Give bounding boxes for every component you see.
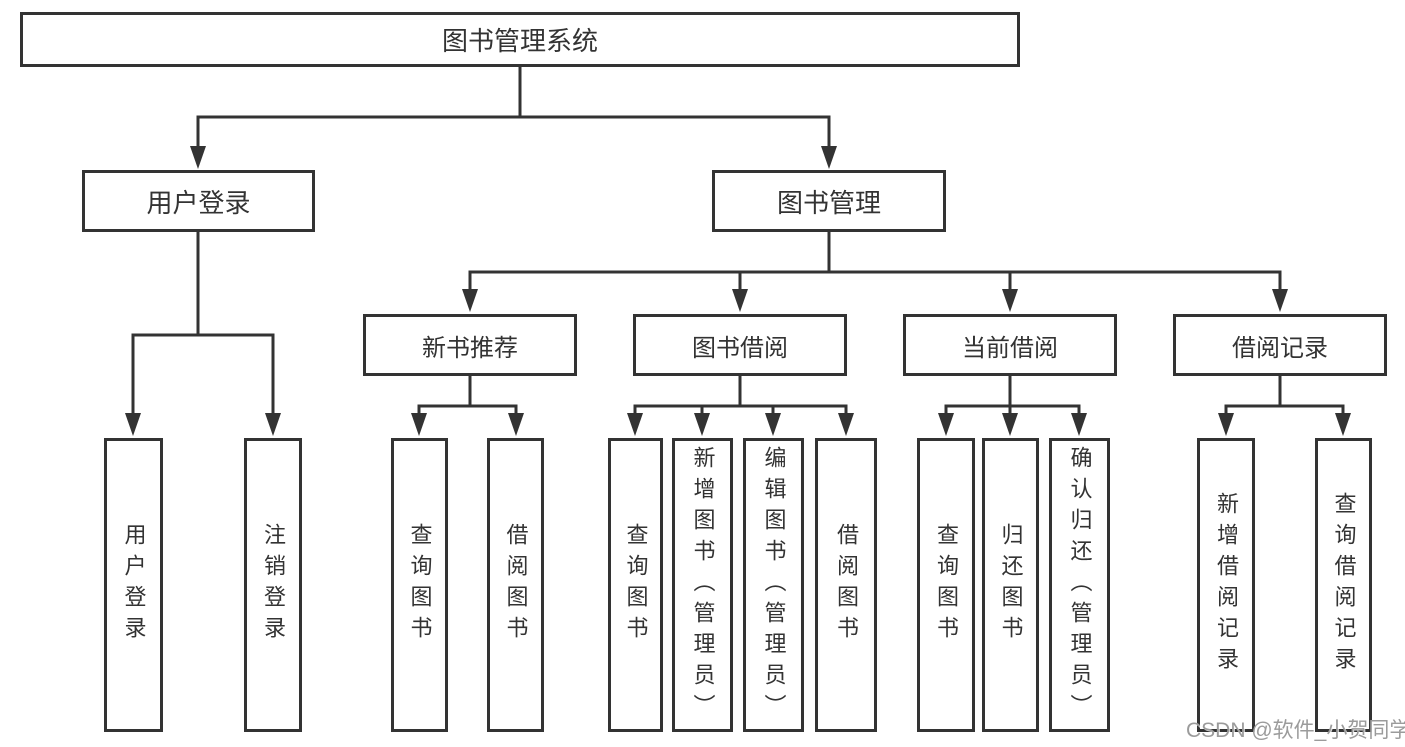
leaf-add-books-admin: 新增图书（管理员） xyxy=(672,438,733,732)
node-current-borrowing: 当前借阅 xyxy=(903,314,1117,376)
leaf-borrow-books: 借阅图书 xyxy=(487,438,544,732)
node-new-book-recommendation: 新书推荐 xyxy=(363,314,577,376)
leaf-borrow-books: 借阅图书 xyxy=(815,438,877,732)
csdn-watermark: CSDN @软件_小贺同学 xyxy=(1186,719,1405,742)
leaf-label: 查询图书 xyxy=(934,523,959,647)
leaf-query-borrow-record: 查询借阅记录 xyxy=(1315,438,1372,732)
leaf-label: 用户登录 xyxy=(121,523,147,647)
leaf-edit-books-admin: 编辑图书（管理员） xyxy=(743,438,804,732)
leaf-add-borrow-record: 新增借阅记录 xyxy=(1197,438,1255,732)
leaf-label: 归还图书 xyxy=(998,523,1024,647)
leaf-label: 编辑图书（管理员） xyxy=(761,445,787,725)
leaf-confirm-return-admin: 确认归还（管理员） xyxy=(1049,438,1110,732)
leaf-query-books: 查询图书 xyxy=(391,438,448,732)
leaf-label: 确认归还（管理员） xyxy=(1067,445,1093,725)
leaf-label: 新增图书（管理员） xyxy=(690,445,716,725)
leaf-query-books: 查询图书 xyxy=(608,438,663,732)
node-library-management-system: 图书管理系统 xyxy=(20,12,1020,67)
node-user-login: 用户登录 xyxy=(82,170,315,232)
leaf-query-books: 查询图书 xyxy=(917,438,975,732)
leaf-label: 查询图书 xyxy=(407,523,433,647)
leaf-label: 借阅图书 xyxy=(503,523,529,647)
leaf-label: 查询借阅记录 xyxy=(1331,492,1357,678)
leaf-logout: 注销登录 xyxy=(244,438,302,732)
leaf-return-books: 归还图书 xyxy=(982,438,1039,732)
node-book-management: 图书管理 xyxy=(712,170,946,232)
leaf-label: 注销登录 xyxy=(261,523,286,647)
leaf-label: 查询图书 xyxy=(623,523,649,647)
arrowhead-icons xyxy=(125,146,1351,436)
leaf-label: 新增借阅记录 xyxy=(1214,492,1239,678)
node-book-borrowing: 图书借阅 xyxy=(633,314,847,376)
leaf-label: 借阅图书 xyxy=(834,523,859,647)
leaf-user-login: 用户登录 xyxy=(104,438,163,732)
node-borrowing-records: 借阅记录 xyxy=(1173,314,1387,376)
